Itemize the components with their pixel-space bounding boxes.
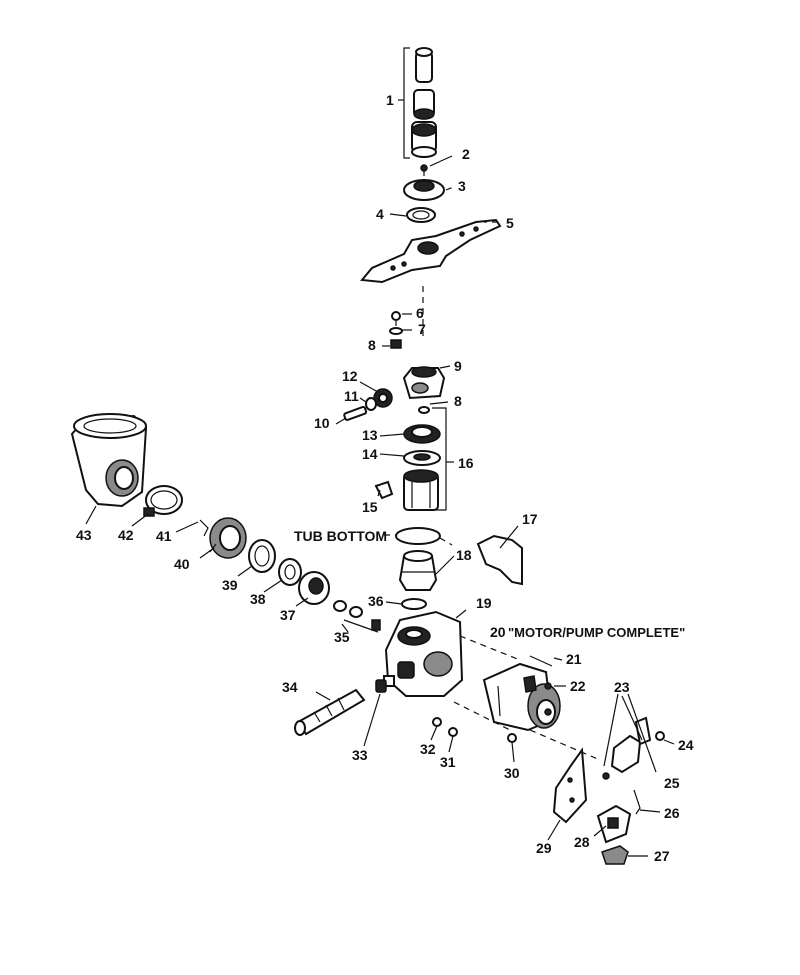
callout-17: 17 [522,511,538,527]
callout-22: 22 [570,678,586,694]
callout-27: 27 [654,848,670,864]
part-30-fastener [507,733,517,743]
part-21-wire [529,655,553,667]
callout-18: 18 [456,547,472,563]
callout-21: 21 [566,651,582,667]
callout-35: 35 [334,629,350,645]
callout-19: 19 [476,595,492,611]
callout-1: 1 [386,92,394,108]
part-32-nut [432,717,442,727]
callout-5: 5 [506,215,514,231]
part-41-wire [199,519,209,537]
part-23-25-switch [602,716,652,780]
part-28-clip [596,804,632,844]
tub-bottom-ring [395,527,441,545]
callout-26: 26 [664,805,680,821]
callout-4: 4 [376,206,384,222]
tub-bottom-label: TUB BOTTOM [294,528,387,544]
part-40-filter [209,517,247,559]
callout-25: 25 [664,775,680,791]
part-34-drain-hose [294,688,366,736]
part-20-motor [482,662,561,732]
part-29-bracket [552,747,588,824]
part-7-washer [389,327,403,335]
part-38-seal [278,558,302,586]
part-13-gear [403,424,441,444]
part-42-clamp [143,485,183,517]
part-5-spray-arm [360,218,502,284]
callout-2: 2 [462,146,470,162]
callout-8: 8 [368,337,376,353]
callout-28: 28 [574,834,590,850]
part-24-screw [655,731,665,741]
part-6-screw [391,311,401,326]
part-22-screw [544,682,552,690]
callout-20: 20 [490,624,506,640]
callout-31: 31 [440,754,456,770]
callout-12: 12 [342,368,358,384]
part-26-pin [633,789,641,815]
callout-40: 40 [174,556,190,572]
callout-23: 23 [614,679,630,695]
part-11-washer [365,397,377,411]
part-31-nut [448,727,458,737]
part-37-impeller [298,571,330,605]
callout-6: 6 [416,305,424,321]
callout-36: 36 [368,593,384,609]
callout-labels: 1 2 3 4 5 6 7 8 8 9 10 11 12 13 14 15 16… [76,92,694,864]
callout-7: 7 [418,321,426,337]
leader-lines [85,99,675,857]
callout-34: 34 [282,679,298,695]
callout-15: 15 [362,499,378,515]
part-33-spring [375,679,387,693]
callout-39: 39 [222,577,238,593]
part-16-spindle [403,469,439,511]
part-43-sump [70,413,148,508]
callout-33: 33 [352,747,368,763]
callout-43: 43 [76,527,92,543]
part-9-housing [402,366,446,400]
callout-13: 13 [362,427,378,443]
callout-14: 14 [362,446,378,462]
callout-29: 29 [536,840,552,856]
part-39-gasket [248,539,276,573]
callout-24: 24 [678,737,694,753]
part-12-gear [373,388,393,408]
callout-10: 10 [314,415,330,431]
part-1-spray-tube [403,47,437,159]
callout-8b: 8 [454,393,462,409]
callout-37: 37 [280,607,296,623]
part-10-bolt [343,405,368,421]
part-14-disc [403,450,441,466]
callout-38: 38 [250,591,266,607]
part-8-fitting [418,406,430,414]
callout-9: 9 [454,358,462,374]
callout-32: 32 [420,741,436,757]
part-35-screws [333,600,381,633]
part-17-deflector [476,534,523,586]
motor-pump-complete-label: "MOTOR/PUMP COMPLETE" [508,625,685,640]
part-4-ring [406,207,436,223]
callout-41: 41 [156,528,172,544]
part-15-clip [374,480,394,500]
callout-3: 3 [458,178,466,194]
part-36-clamp [401,598,427,610]
callout-30: 30 [504,765,520,781]
callout-11: 11 [344,388,359,404]
callout-42: 42 [118,527,134,543]
part-2-screw [420,164,428,176]
part-3-cap [403,179,445,201]
part-8-nut [390,339,402,349]
callout-16: 16 [458,455,474,471]
part-19-pump-housing [383,610,464,697]
part-27-cap [601,845,629,865]
part-18-boot [398,550,438,591]
